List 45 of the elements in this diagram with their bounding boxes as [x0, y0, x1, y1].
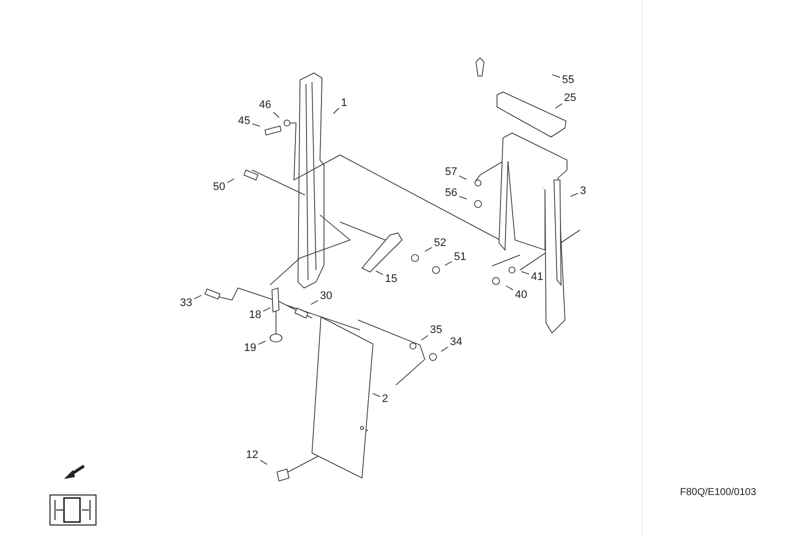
- leader-line: [262, 307, 271, 312]
- leader-line: [420, 335, 428, 340]
- callout-number: 52: [434, 237, 446, 249]
- callout-number: 55: [562, 74, 574, 86]
- leader-line: [521, 271, 530, 275]
- callout-number: 34: [450, 336, 462, 348]
- callout-number: 3: [580, 185, 586, 197]
- drawing-number: F80Q/E100/0103: [680, 487, 756, 499]
- callout-number: 1: [341, 97, 348, 109]
- leader-line: [570, 192, 578, 197]
- leader-line: [258, 340, 266, 345]
- leader-line: [260, 460, 268, 465]
- leader-line: [194, 294, 202, 300]
- callout-number: 40: [515, 289, 528, 301]
- callout-number: 30: [320, 290, 332, 302]
- leader-line: [272, 112, 280, 118]
- callout-number: 56: [445, 187, 458, 199]
- leader-line: [552, 74, 560, 78]
- leader-line: [252, 123, 260, 127]
- callout-number: 57: [445, 166, 458, 178]
- callout-number: 46: [259, 99, 272, 111]
- callout-number: 41: [531, 271, 544, 283]
- leader-line: [458, 176, 467, 180]
- callout-number: 15: [385, 273, 398, 285]
- leader-line: [506, 285, 514, 290]
- callout-number: 2: [382, 393, 388, 405]
- leader-line: [555, 103, 562, 109]
- callout-number: 35: [430, 324, 442, 336]
- leader-line: [440, 346, 448, 352]
- callout-number: 51: [454, 251, 466, 263]
- leader-line: [444, 261, 452, 266]
- callout-number: 45: [238, 115, 250, 127]
- leader-line: [226, 178, 235, 183]
- leader-line: [376, 270, 384, 276]
- callout-number: 18: [249, 309, 262, 321]
- leader-line: [310, 300, 318, 305]
- leader-line: [372, 392, 380, 398]
- callout-number: 25: [564, 92, 576, 104]
- leader-line: [332, 108, 340, 114]
- callout-number: 12: [246, 449, 258, 461]
- callout-number: 33: [180, 297, 192, 309]
- callout-number: 50: [213, 181, 226, 193]
- leader-line: [458, 196, 468, 200]
- callout-number: 19: [244, 342, 256, 354]
- leader-line: [424, 247, 432, 252]
